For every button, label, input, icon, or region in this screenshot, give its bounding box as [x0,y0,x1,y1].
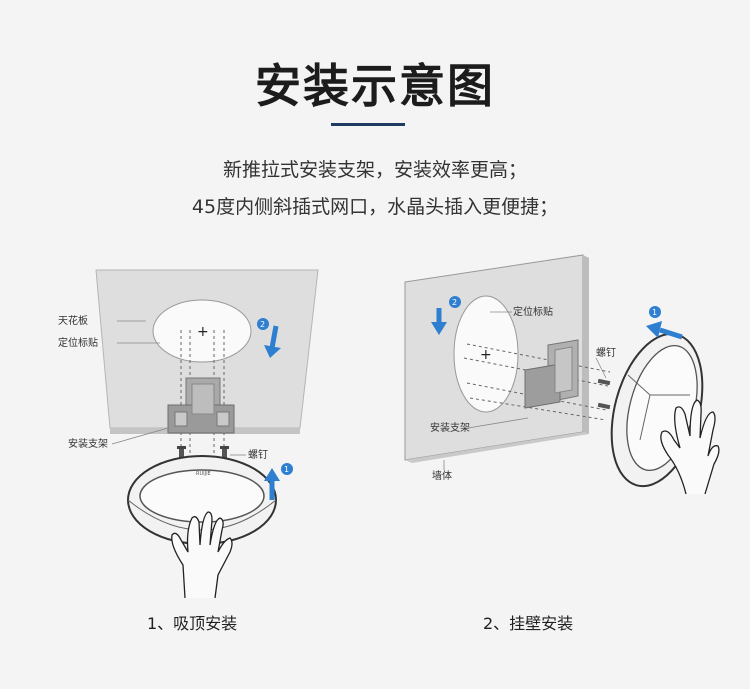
wall-label-wall: 墙体 [432,469,452,482]
ceiling-ap-device: RUIJIE [127,455,277,545]
ceiling-bracket [167,377,235,434]
position-sticker-ellipse [152,299,252,363]
svg-text:2: 2 [260,320,265,329]
wall-center-mark: + [480,347,492,363]
ceiling-hand [171,511,233,599]
description-line-2: 45度内侧斜插式网口，水晶头插入更便捷； [191,196,559,218]
wall-step1-arrow [646,321,683,340]
ceiling-diagram: + [58,269,319,599]
wall-bracket [524,339,579,409]
label-ceiling: 天花板 [58,314,88,327]
svg-text:1: 1 [652,308,657,317]
description-line-1: 新推拉式安装支架，安装效率更高； [222,159,527,181]
label-position-sticker: 定位标贴 [58,336,98,349]
wall-step2-badge: 2 [449,296,461,308]
wall-step1-badge: 1 [649,306,661,318]
wall-diagram: + [404,254,720,495]
center-mark: + [197,324,209,340]
ceiling-step1-badge: 1 [281,463,293,475]
wall-position-sticker-ellipse [453,295,519,413]
label-screw: 螺钉 [248,449,268,461]
wall-hand [660,399,720,495]
label-bracket: 安装支架 [68,437,108,450]
wall-label-bracket: 安装支架 [430,421,470,434]
svg-text:2: 2 [452,298,457,307]
ceiling-step1-arrow [264,468,280,500]
page-title: 安装示意图 [255,59,495,113]
ceiling-screws [177,446,229,460]
wall-screws [597,378,611,410]
svg-text:RUIJIE: RUIJIE [196,471,211,477]
caption-wall-mount: 2、挂壁安装 [483,614,574,633]
ceiling-step2-badge: 2 [257,318,269,330]
wall-step2-arrow [431,308,447,335]
svg-text:1: 1 [284,465,289,474]
ceiling-step2-arrow [264,325,281,358]
wall-label-position-sticker: 定位标贴 [513,305,553,318]
title-underline [331,123,405,126]
wall-label-screw: 螺钉 [596,347,616,359]
caption-ceiling-mount: 1、吸顶安装 [147,614,238,633]
